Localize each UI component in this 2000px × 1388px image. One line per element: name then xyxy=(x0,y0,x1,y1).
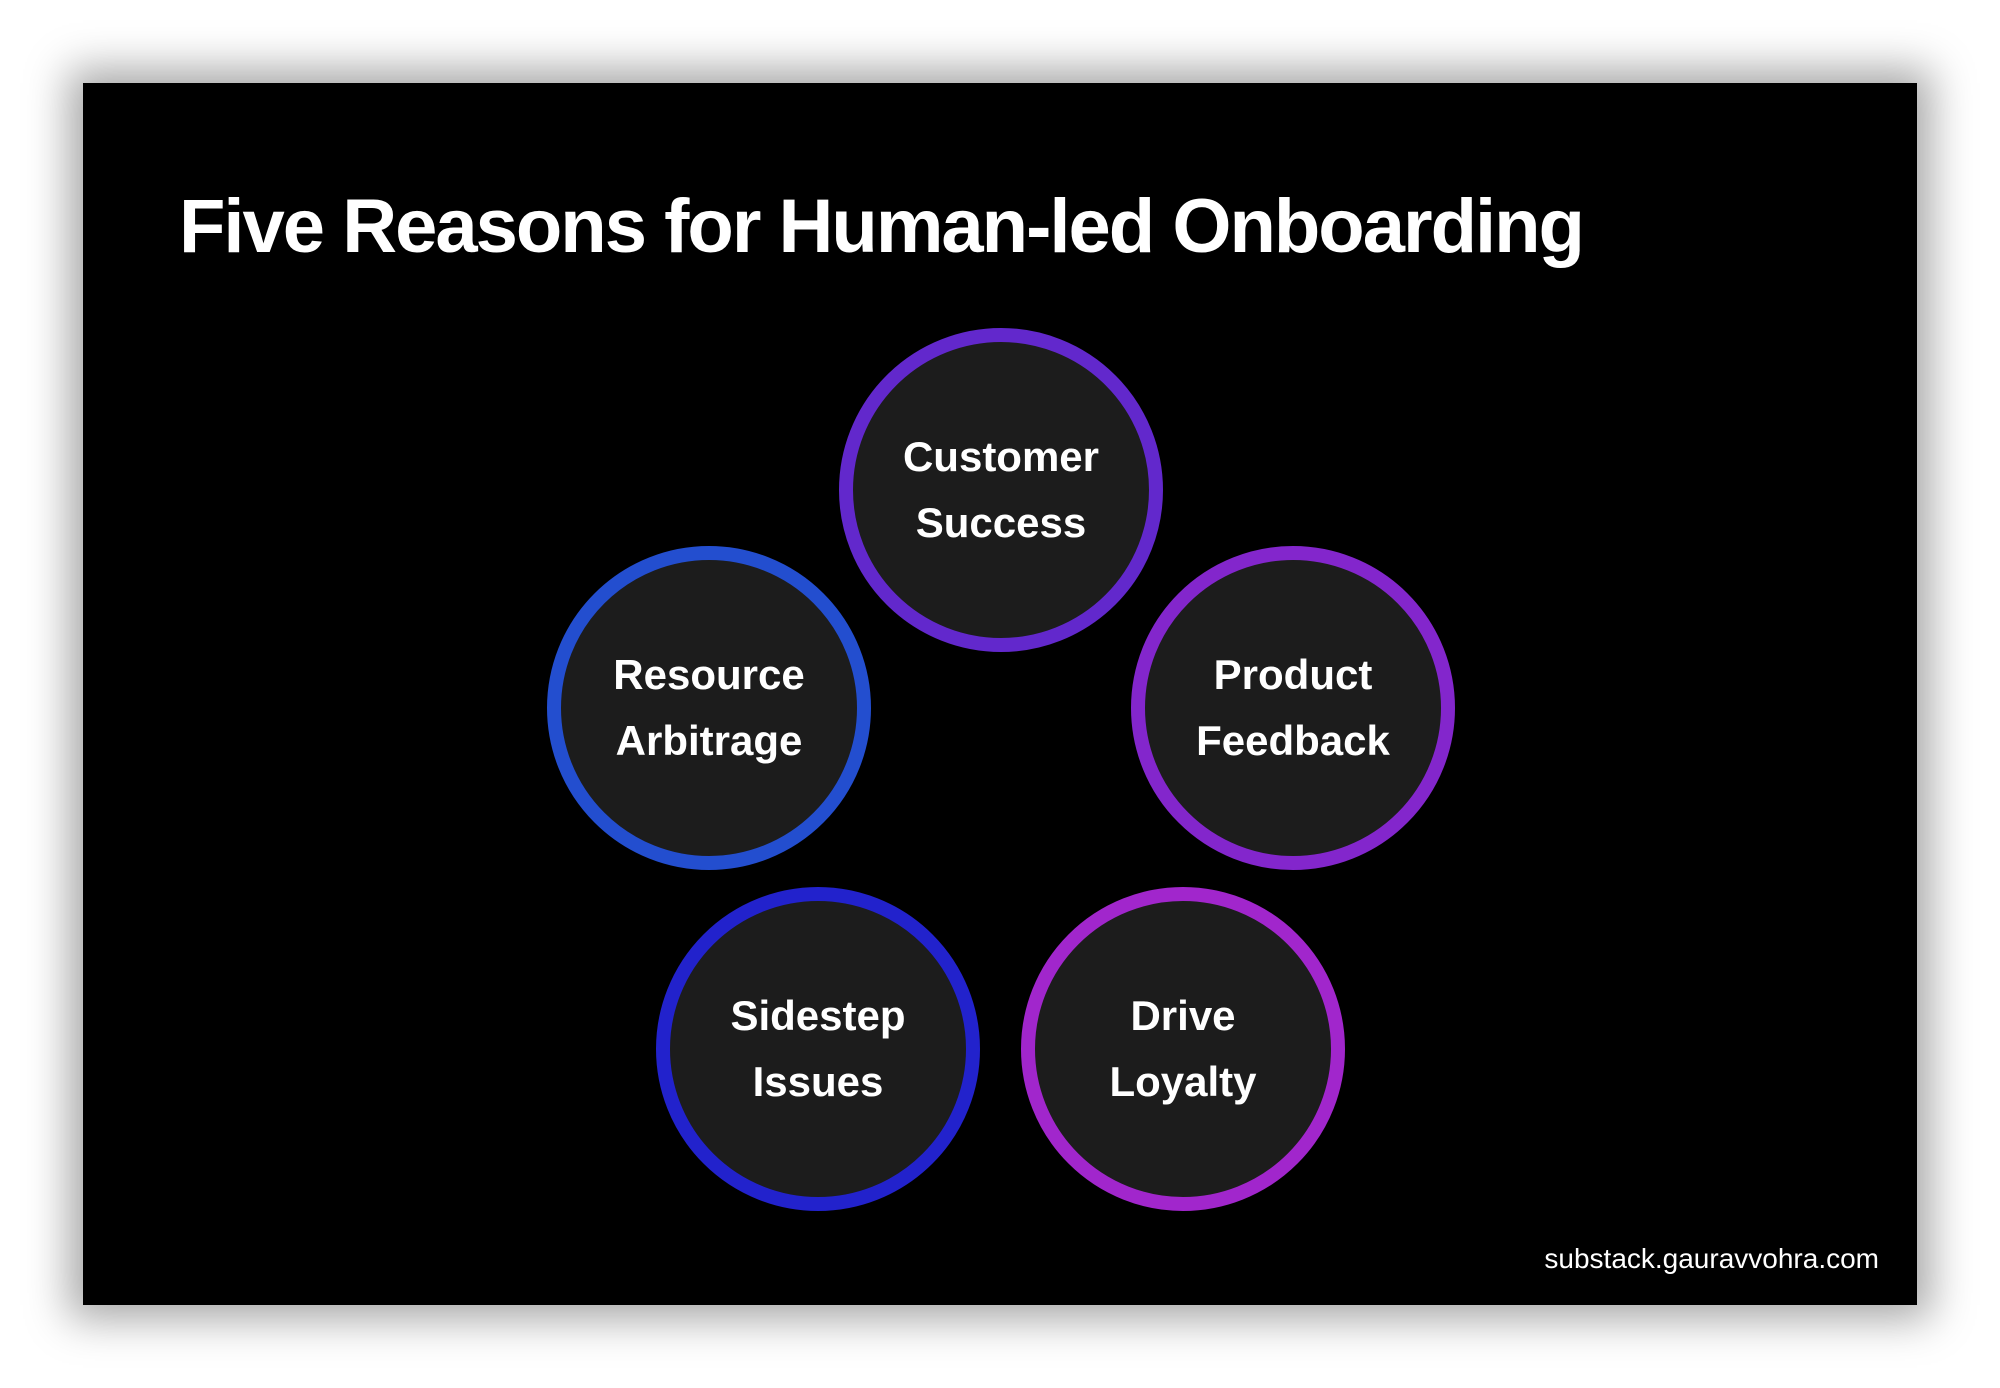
slide-title: Five Reasons for Human-led Onboarding xyxy=(179,184,1585,269)
reason-label-line2: Issues xyxy=(752,1058,884,1105)
reason-resource-arbitrage: Resource Arbitrage xyxy=(547,546,871,870)
reason-label-line1: Drive xyxy=(1130,992,1236,1039)
reason-customer-success: Customer Success xyxy=(839,328,1163,652)
reason-label-line1: Customer xyxy=(902,433,1100,480)
slide-panel: Five Reasons for Human-led Onboarding Cu… xyxy=(83,83,1917,1305)
reason-label-line1: Sidestep xyxy=(730,992,906,1039)
reason-sidestep-issues: Sidestep Issues xyxy=(656,887,980,1211)
reason-label-line2: Feedback xyxy=(1196,717,1390,764)
source-credit: substack.gauravvohra.com xyxy=(1544,1243,1879,1274)
reason-drive-loyalty: Drive Loyalty xyxy=(1021,887,1345,1211)
reason-label-line2: Loyalty xyxy=(1109,1058,1257,1105)
reason-label-line1: Product xyxy=(1213,651,1373,698)
reason-label-line2: Arbitrage xyxy=(615,717,803,764)
reason-label-line1: Resource xyxy=(613,651,805,698)
reason-label-line2: Success xyxy=(915,499,1087,546)
reason-product-feedback: Product Feedback xyxy=(1131,546,1455,870)
